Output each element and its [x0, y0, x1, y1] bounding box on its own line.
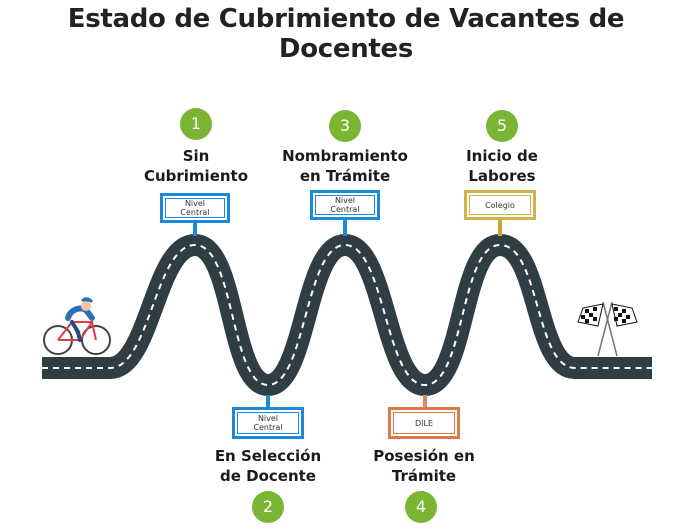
- step-4-number-badge: 4: [405, 491, 437, 523]
- step-3-number-badge: 3: [329, 110, 361, 142]
- step-5-label: Inicio de Labores: [466, 147, 538, 185]
- page-title: Estado de Cubrimiento de Vacantes de Doc…: [67, 4, 625, 64]
- step-1-sign-pole: [193, 222, 197, 236]
- step-4-sign: DILE: [388, 407, 460, 439]
- step-5-sign-pole: [498, 220, 502, 236]
- step-5-sign: Colegio: [464, 190, 536, 220]
- step-2-sign-pole: [266, 395, 270, 407]
- step-3-label: Nombramiento en Trámite: [282, 147, 408, 185]
- step-1-number-badge: 1: [180, 108, 212, 140]
- road-lane-markings: [42, 243, 652, 387]
- step-2-label: En Selección de Docente: [214, 447, 322, 485]
- step-3-sign-pole: [343, 220, 347, 236]
- step-4-label: Posesión en Trámite: [373, 447, 475, 485]
- step-5-number-badge: 5: [486, 110, 518, 142]
- step-1-label: Sin Cubrimiento: [143, 147, 249, 185]
- checkered-flags-icon: [577, 301, 638, 357]
- road-asphalt: [42, 234, 652, 396]
- step-2-number-badge: 2: [252, 491, 284, 523]
- cyclist-icon: [43, 297, 111, 355]
- step-4-sign-pole: [423, 395, 427, 407]
